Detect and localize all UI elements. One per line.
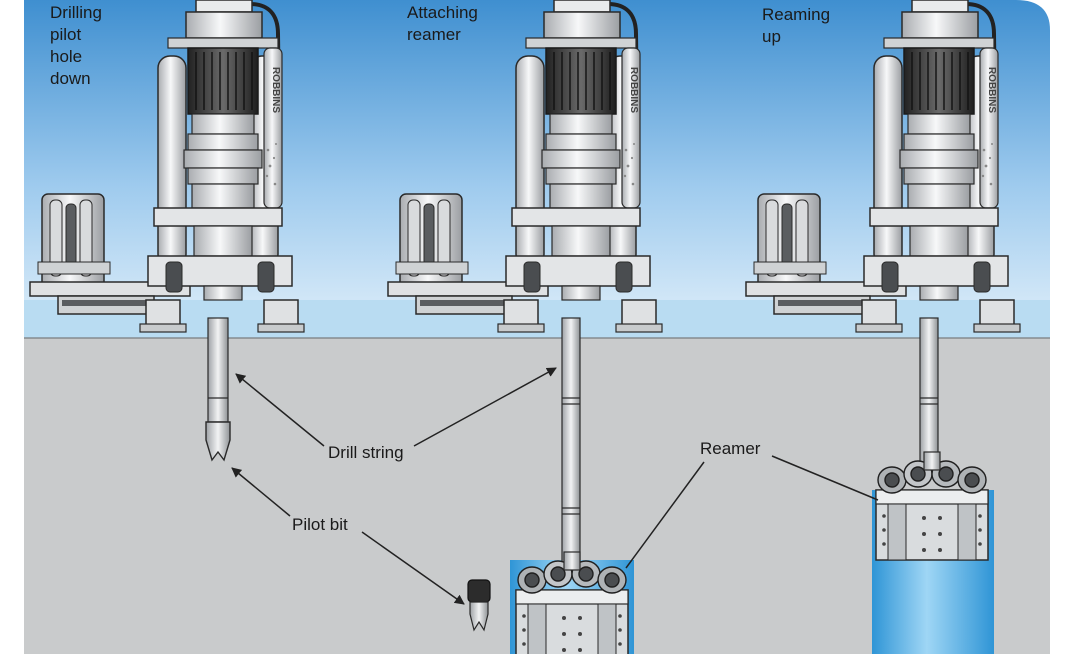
label-pilot-bit: Pilot bit — [292, 515, 348, 534]
arrow-reamer-3 — [771, 455, 879, 501]
reamer-icon — [875, 451, 989, 561]
arrow-drill-string-2 — [413, 367, 557, 447]
arrow-drill-string-1 — [235, 373, 325, 447]
label-drilling-pilot-hole-down: Drilling pilot hole down — [50, 3, 102, 88]
pilot-bit-icon — [205, 421, 231, 462]
arrow-reamer-2 — [625, 461, 705, 569]
reamer-icon — [515, 551, 629, 659]
label-drill-string: Drill string — [328, 443, 404, 462]
pilot-bit-icon — [467, 579, 491, 632]
label-attaching-reamer: Attaching reamer — [407, 3, 478, 44]
arrow-pilot-bit-2 — [361, 531, 465, 605]
drill-string-3 — [919, 317, 939, 467]
drill-string-1 — [207, 317, 229, 423]
label-reaming-up: Reaming up — [762, 5, 831, 46]
drill-string-2 — [561, 317, 581, 567]
label-reamer: Reamer — [700, 439, 761, 458]
arrow-pilot-bit-1 — [231, 467, 291, 517]
